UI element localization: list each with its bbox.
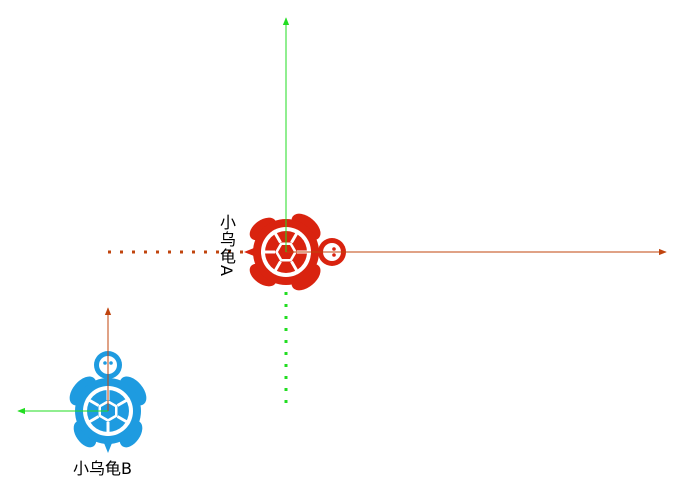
turtle-a-label: 小乌龟A (217, 214, 236, 277)
turtle-b-label: 小乌龟B (73, 459, 132, 478)
turtle-a-icon (244, 213, 346, 291)
